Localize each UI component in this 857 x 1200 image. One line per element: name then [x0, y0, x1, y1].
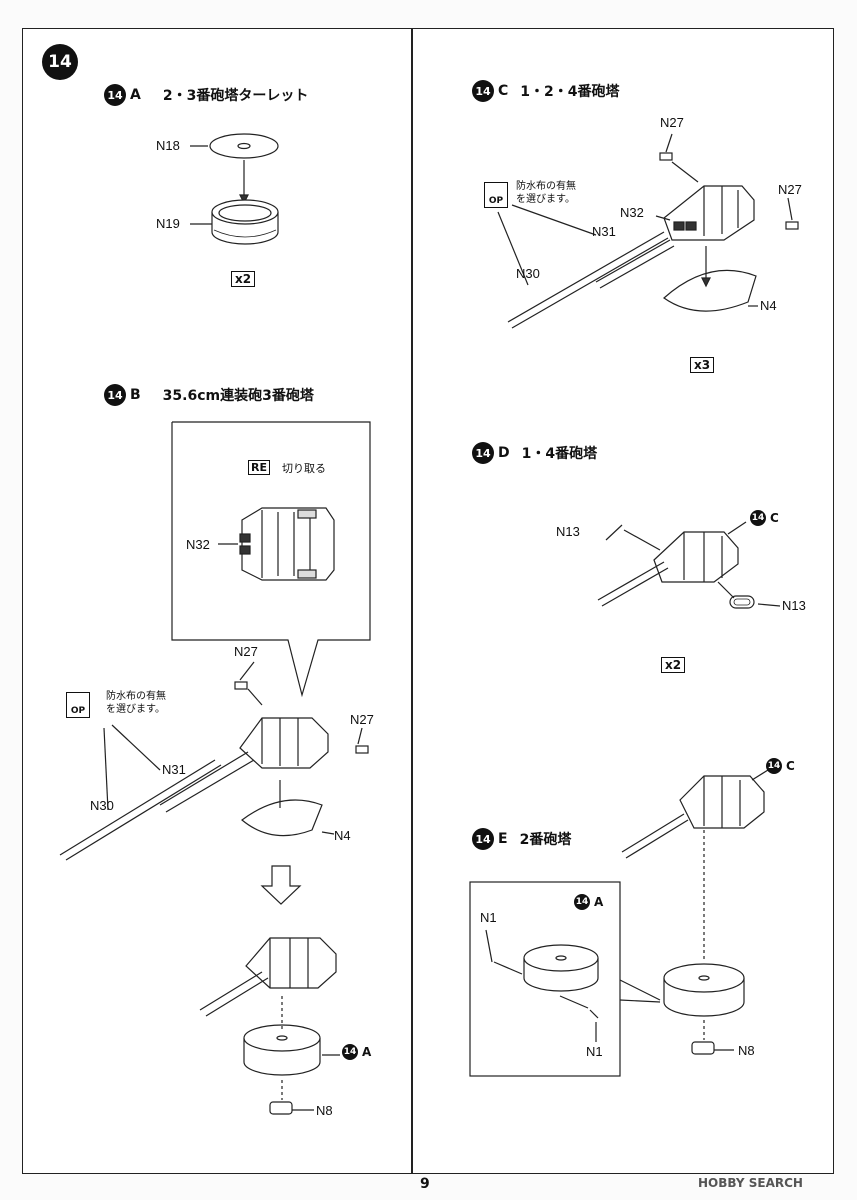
ref-14a-b: 14 A — [342, 1044, 371, 1060]
op-note-c-line2: を選びます。 — [516, 194, 575, 205]
part-label-n18: N18 — [156, 138, 180, 153]
op-note-c-line1: 防水布の有無 — [516, 181, 576, 192]
part-label-n30-b: N30 — [90, 798, 114, 813]
part-label-n8-e: N8 — [738, 1043, 755, 1058]
ref-14a-b-letter: A — [362, 1045, 372, 1059]
callout-box-e — [469, 881, 661, 1077]
section-e-header: 14 E 2番砲塔 — [472, 828, 571, 850]
part-label-n13-d-right: N13 — [782, 598, 806, 613]
section-b-badge: 14 — [104, 384, 126, 406]
turret-c-drawing — [497, 133, 799, 329]
ref-14a-e-badge: 14 — [574, 894, 590, 910]
op-note-b-line2: を選びます。 — [106, 704, 165, 715]
section-a-badge: 14 — [104, 84, 126, 106]
ref-14c-e-letter: C — [786, 759, 795, 773]
section-a-letter: A — [130, 87, 141, 103]
section-c-header: 14 C 1・2・4番砲塔 — [472, 80, 620, 102]
part-label-n32-b: N32 — [186, 537, 210, 552]
section-c-multiplier: x3 — [690, 357, 715, 373]
part-label-n1-e-bottom: N1 — [586, 1044, 603, 1059]
re-tag: RE — [248, 460, 270, 475]
ref-14a-b-badge: 14 — [342, 1044, 358, 1060]
section-d-badge: 14 — [472, 442, 494, 464]
part-label-n30-c: N30 — [516, 266, 540, 281]
re-instruction: 切り取る — [282, 462, 326, 475]
section-b-title: 35.6cm連装砲3番砲塔 — [162, 388, 314, 404]
section-a-multiplier: x2 — [231, 271, 256, 287]
turret-d-drawing — [597, 521, 781, 609]
section-a-header: 14 A 2・3番砲塔ターレット — [104, 84, 308, 106]
ref-14c-d-badge: 14 — [750, 510, 766, 526]
part-label-n1-e-top: N1 — [480, 910, 497, 925]
turret-b-drawing — [59, 661, 369, 1115]
part-label-n4-b: N4 — [334, 828, 351, 843]
op-tag-c: OP — [484, 182, 508, 208]
part-label-n27-b-right: N27 — [350, 712, 374, 727]
ref-14c-e-badge: 14 — [766, 758, 782, 774]
op-note-b: 防水布の有無 を選びます。 — [106, 690, 166, 716]
part-label-n27-c-right: N27 — [778, 182, 802, 197]
section-e-badge: 14 — [472, 828, 494, 850]
section-c-letter: C — [498, 83, 509, 99]
ref-14a-e: 14 A — [574, 894, 603, 910]
section-e-title: 2番砲塔 — [519, 832, 572, 848]
part-label-n19: N19 — [156, 216, 180, 231]
section-c-title: 1・2・4番砲塔 — [520, 84, 620, 100]
section-a-title: 2・3番砲塔ターレット — [162, 88, 309, 104]
part-label-n31-c: N31 — [592, 224, 616, 239]
section-d-header: 14 D 1・4番砲塔 — [472, 442, 597, 464]
callout-box-b — [171, 421, 371, 698]
op-tag-b-label: OP — [70, 706, 86, 716]
part-label-n8-b: N8 — [316, 1103, 333, 1118]
watermark: HOBBY SEARCH — [698, 1176, 803, 1190]
section-d-title: 1・4番砲塔 — [521, 446, 598, 462]
op-tag-b: OP — [66, 692, 90, 718]
page-number: 9 — [420, 1176, 430, 1192]
section-d-letter: D — [498, 445, 510, 461]
op-note-c: 防水布の有無 を選びます。 — [516, 180, 576, 206]
part-label-n4-c: N4 — [760, 298, 777, 313]
ref-14c-e: 14 C — [766, 758, 795, 774]
ref-14c-d-letter: C — [770, 511, 779, 525]
op-tag-c-label: OP — [488, 196, 504, 206]
section-d-multiplier: x2 — [661, 657, 686, 673]
part-label-n27-c-top: N27 — [660, 115, 684, 130]
part-label-n27-b-left: N27 — [234, 644, 258, 659]
ref-14a-e-letter: A — [594, 895, 604, 909]
turret-e-drawing — [621, 769, 769, 1055]
ref-14c-d: 14 C — [750, 510, 779, 526]
section-b-header: 14 B 35.6cm連装砲3番砲塔 — [104, 384, 314, 406]
turret-base-a-drawing — [190, 133, 279, 245]
section-e-letter: E — [498, 831, 508, 847]
part-label-n31-b: N31 — [162, 762, 186, 777]
section-c-badge: 14 — [472, 80, 494, 102]
section-b-letter: B — [130, 387, 141, 403]
op-note-b-line1: 防水布の有無 — [106, 691, 166, 702]
step-number-badge: 14 — [42, 44, 78, 80]
part-label-n13-d-left: N13 — [556, 524, 580, 539]
part-label-n32-c: N32 — [620, 205, 644, 220]
